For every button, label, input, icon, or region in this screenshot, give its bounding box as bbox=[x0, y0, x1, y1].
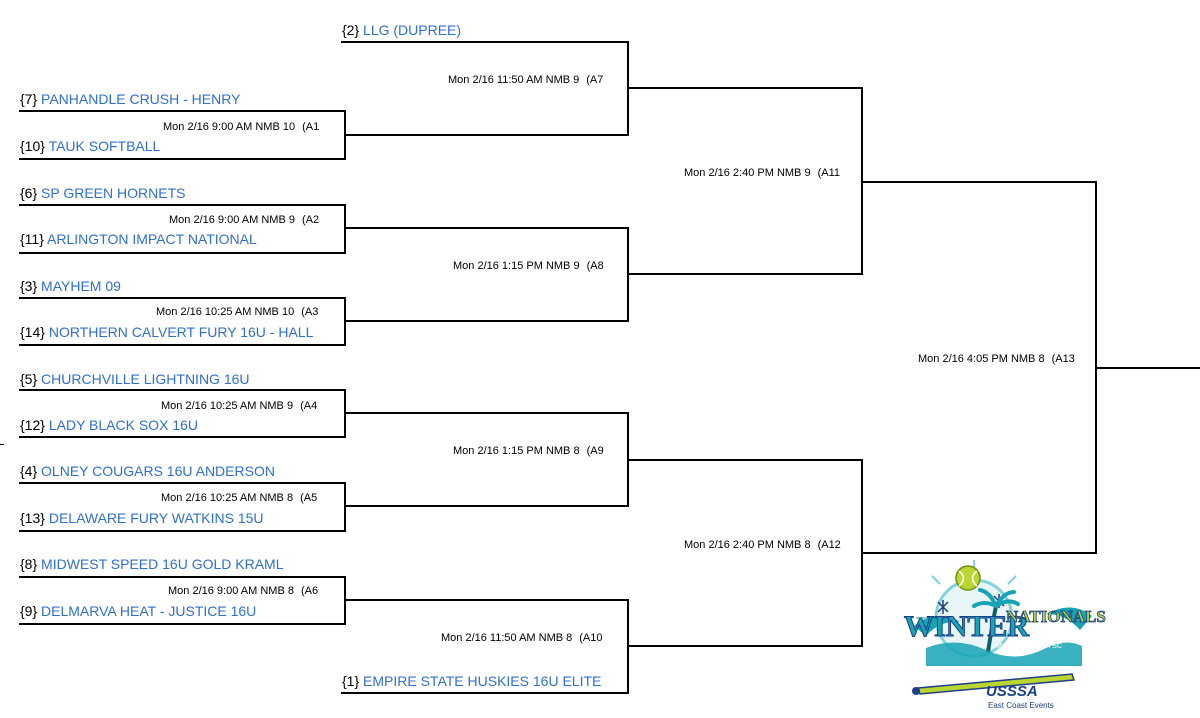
game-code: (A11 bbox=[817, 167, 840, 179]
game-code: (A8 bbox=[586, 260, 604, 272]
game-label-a6: Mon 2/16 9:00 AM NMB 8 (A6 bbox=[168, 585, 318, 598]
team-seed: {1} bbox=[342, 673, 360, 689]
team-seed: {10} bbox=[20, 138, 45, 154]
edge-tick bbox=[0, 444, 4, 445]
team-seed: {5} bbox=[20, 371, 38, 387]
team-name-link[interactable]: NORTHERN CALVERT FURY 16U - HALL bbox=[48, 324, 314, 340]
game-label-a11: Mon 2/16 2:40 PM NMB 9 (A11 bbox=[684, 167, 840, 180]
game-code: (A3 bbox=[301, 306, 319, 318]
team-slot: {7} PANHANDLE CRUSH - HENRY bbox=[20, 91, 240, 107]
game-info: Mon 2/16 2:40 PM NMB 8 bbox=[684, 539, 811, 551]
game-info: Mon 2/16 9:00 AM NMB 10 bbox=[163, 121, 296, 133]
team-slot: {8} MIDWEST SPEED 16U GOLD KRAML bbox=[20, 556, 284, 572]
team-slot: {1} EMPIRE STATE HUSKIES 16U ELITE bbox=[342, 673, 601, 689]
game-info: Mon 2/16 10:25 AM NMB 10 bbox=[156, 306, 295, 318]
game-label-a7: Mon 2/16 11:50 AM NMB 9 (A7 bbox=[448, 74, 603, 87]
game-code: (A4 bbox=[300, 400, 318, 412]
team-slot: {4} OLNEY COUGARS 16U ANDERSON bbox=[20, 463, 275, 479]
game-code: (A9 bbox=[586, 445, 604, 457]
team-slot: {10} TAUK SOFTBALL bbox=[20, 138, 160, 154]
game-label-a2: Mon 2/16 9:00 AM NMB 9 (A2 bbox=[169, 214, 319, 227]
team-slot: {14} NORTHERN CALVERT FURY 16U - HALL bbox=[20, 324, 313, 340]
game-label-a10: Mon 2/16 11:50 AM NMB 8 (A10 bbox=[441, 632, 603, 645]
game-label-a8: Mon 2/16 1:15 PM NMB 9 (A8 bbox=[453, 260, 604, 273]
game-info: Mon 2/16 11:50 AM NMB 8 bbox=[441, 632, 573, 644]
bracket-line-a7 bbox=[341, 41, 629, 136]
bracket-line-a13 bbox=[861, 181, 1097, 554]
team-name-link[interactable]: CHURCHVILLE LIGHTNING 16U bbox=[41, 371, 250, 387]
game-label-a1: Mon 2/16 9:00 AM NMB 10 (A1 bbox=[163, 121, 319, 134]
game-label-a5: Mon 2/16 10:25 AM NMB 8 (A5 bbox=[161, 492, 317, 505]
game-info: Mon 2/16 9:00 AM NMB 9 bbox=[169, 214, 295, 226]
team-slot: {11} ARLINGTON IMPACT NATIONAL bbox=[20, 231, 257, 247]
team-seed: {2} bbox=[342, 22, 360, 38]
team-name-link[interactable]: ARLINGTON IMPACT NATIONAL bbox=[47, 231, 257, 247]
game-label-a4: Mon 2/16 10:25 AM NMB 9 (A4 bbox=[161, 400, 317, 413]
team-seed: {4} bbox=[20, 463, 38, 479]
game-code: (A12 bbox=[817, 539, 841, 551]
game-label-a13: Mon 2/16 4:05 PM NMB 8 (A13 bbox=[918, 353, 1075, 366]
game-info: Mon 2/16 10:25 AM NMB 8 bbox=[161, 492, 294, 504]
logo-title-right: NATIONALS bbox=[1006, 607, 1106, 626]
team-name-link[interactable]: DELMARVA HEAT - JUSTICE 16U bbox=[41, 603, 257, 619]
team-slot: {6} SP GREEN HORNETS bbox=[20, 185, 185, 201]
winter-nationals-logo: WINTER NATIONALS MYRTLE BEACH SC USSSA E… bbox=[904, 560, 1106, 710]
team-seed: {3} bbox=[20, 278, 38, 294]
logo-subtitle: MYRTLE BEACH SC bbox=[996, 643, 1062, 650]
game-code: (A13 bbox=[1051, 353, 1075, 365]
logo-tagline: East Coast Events bbox=[988, 701, 1054, 710]
team-name-link[interactable]: TAUK SOFTBALL bbox=[48, 138, 161, 154]
team-seed: {8} bbox=[20, 556, 38, 572]
game-info: Mon 2/16 10:25 AM NMB 9 bbox=[161, 400, 294, 412]
team-slot: {2} LLG (DUPREE) bbox=[342, 22, 461, 38]
game-info: Mon 2/16 1:15 PM NMB 8 bbox=[453, 445, 580, 457]
team-name-link[interactable]: LADY BLACK SOX 16U bbox=[48, 417, 198, 433]
game-label-a3: Mon 2/16 10:25 AM NMB 10 (A3 bbox=[156, 306, 318, 319]
team-name-link[interactable]: MIDWEST SPEED 16U GOLD KRAML bbox=[41, 556, 284, 572]
team-seed: {14} bbox=[20, 324, 45, 340]
game-label-a9: Mon 2/16 1:15 PM NMB 8 (A9 bbox=[453, 445, 604, 458]
team-slot: {3} MAYHEM 09 bbox=[20, 278, 121, 294]
game-code: (A1 bbox=[302, 121, 320, 133]
team-name-link[interactable]: LLG (DUPREE) bbox=[363, 22, 462, 38]
team-name-link[interactable]: EMPIRE STATE HUSKIES 16U ELITE bbox=[363, 673, 602, 689]
team-name-link[interactable]: DELAWARE FURY WATKINS 15U bbox=[48, 510, 264, 526]
bracket-line-a9 bbox=[344, 412, 629, 507]
team-seed: {9} bbox=[20, 603, 38, 619]
game-info: Mon 2/16 4:05 PM NMB 8 bbox=[918, 353, 1045, 365]
team-seed: {13} bbox=[20, 510, 45, 526]
bracket-line-a11 bbox=[627, 87, 863, 275]
game-code: (A2 bbox=[301, 214, 320, 226]
team-seed: {12} bbox=[20, 417, 45, 433]
game-code: (A6 bbox=[300, 585, 319, 597]
logo-brand: USSSA bbox=[986, 683, 1038, 700]
team-name-link[interactable]: OLNEY COUGARS 16U ANDERSON bbox=[41, 463, 275, 479]
bracket-line-a8 bbox=[344, 227, 629, 322]
team-name-link[interactable]: PANHANDLE CRUSH - HENRY bbox=[41, 91, 241, 107]
team-slot: {9} DELMARVA HEAT - JUSTICE 16U bbox=[20, 603, 256, 619]
game-info: Mon 2/16 2:40 PM NMB 9 bbox=[684, 167, 811, 179]
game-info: Mon 2/16 1:15 PM NMB 9 bbox=[453, 260, 580, 272]
game-code: (A10 bbox=[579, 632, 603, 644]
team-slot: {13} DELAWARE FURY WATKINS 15U bbox=[20, 510, 264, 526]
team-slot: {12} LADY BLACK SOX 16U bbox=[20, 417, 198, 433]
team-name-link[interactable]: SP GREEN HORNETS bbox=[41, 185, 186, 201]
team-seed: {7} bbox=[20, 91, 38, 107]
game-code: (A5 bbox=[300, 492, 318, 504]
game-label-a12: Mon 2/16 2:40 PM NMB 8 (A12 bbox=[684, 539, 841, 552]
game-code: (A7 bbox=[586, 74, 604, 86]
team-name-link[interactable]: MAYHEM 09 bbox=[41, 278, 121, 294]
team-seed: {11} bbox=[20, 231, 44, 247]
bracket-line-a12 bbox=[627, 459, 863, 647]
logo-title-left: WINTER bbox=[904, 610, 1029, 643]
game-info: Mon 2/16 11:50 AM NMB 9 bbox=[448, 74, 580, 86]
team-slot: {5} CHURCHVILLE LIGHTNING 16U bbox=[20, 371, 250, 387]
game-info: Mon 2/16 9:00 AM NMB 8 bbox=[168, 585, 294, 597]
team-seed: {6} bbox=[20, 185, 38, 201]
